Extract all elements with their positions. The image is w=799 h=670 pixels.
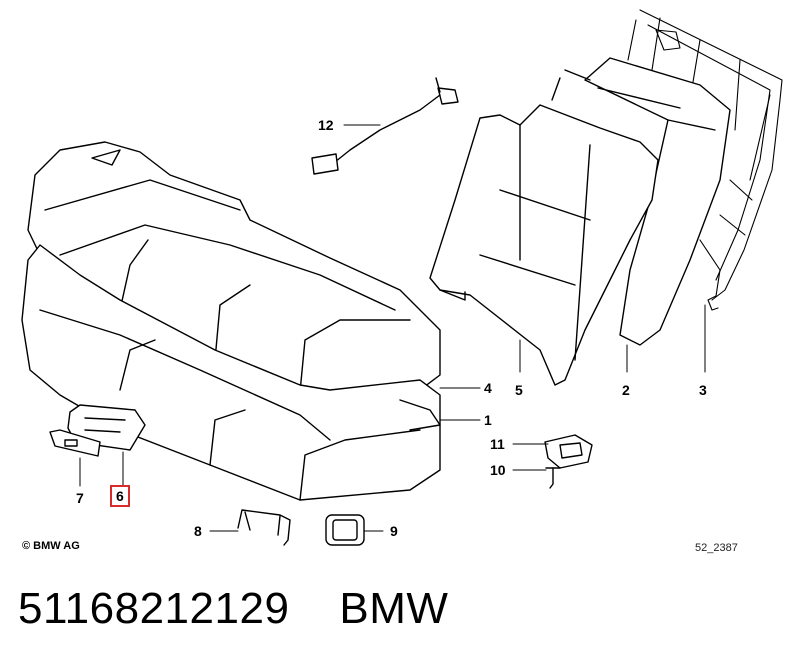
backrest-cover-part-5 xyxy=(429,104,659,386)
part-number: 51168212129 xyxy=(18,584,290,633)
brand-name: BMW xyxy=(339,584,449,633)
callout-9: 9 xyxy=(390,523,398,539)
cable-harness-part-12 xyxy=(311,77,459,175)
callout-6-highlighted[interactable]: 6 xyxy=(110,485,130,507)
callout-4: 4 xyxy=(484,380,492,396)
drawing-number: 52_2387 xyxy=(695,542,738,554)
screw-part-10 xyxy=(545,467,561,489)
callout-8: 8 xyxy=(194,523,202,539)
callout-3: 3 xyxy=(699,382,707,398)
callout-1: 1 xyxy=(484,412,492,428)
callout-5: 5 xyxy=(515,382,523,398)
callout-10: 10 xyxy=(490,462,506,478)
copyright-notice: © BMW AG xyxy=(22,540,80,552)
bracket-part-8 xyxy=(237,509,291,546)
seat-frame-part-3 xyxy=(627,9,783,311)
leader-lines xyxy=(79,124,706,532)
callout-7: 7 xyxy=(76,490,84,506)
seat-base-part-1 xyxy=(21,244,441,501)
callout-12: 12 xyxy=(318,117,334,133)
cover-part-9 xyxy=(325,514,365,546)
callout-11: 11 xyxy=(490,436,505,452)
catch-part-11 xyxy=(544,434,593,469)
seat-pad-part-4 xyxy=(27,141,441,396)
parts-diagram xyxy=(21,9,783,546)
part-footer: 51168212129 BMW xyxy=(18,584,448,634)
callout-2: 2 xyxy=(622,382,630,398)
cover-strip-part-7 xyxy=(49,429,101,457)
